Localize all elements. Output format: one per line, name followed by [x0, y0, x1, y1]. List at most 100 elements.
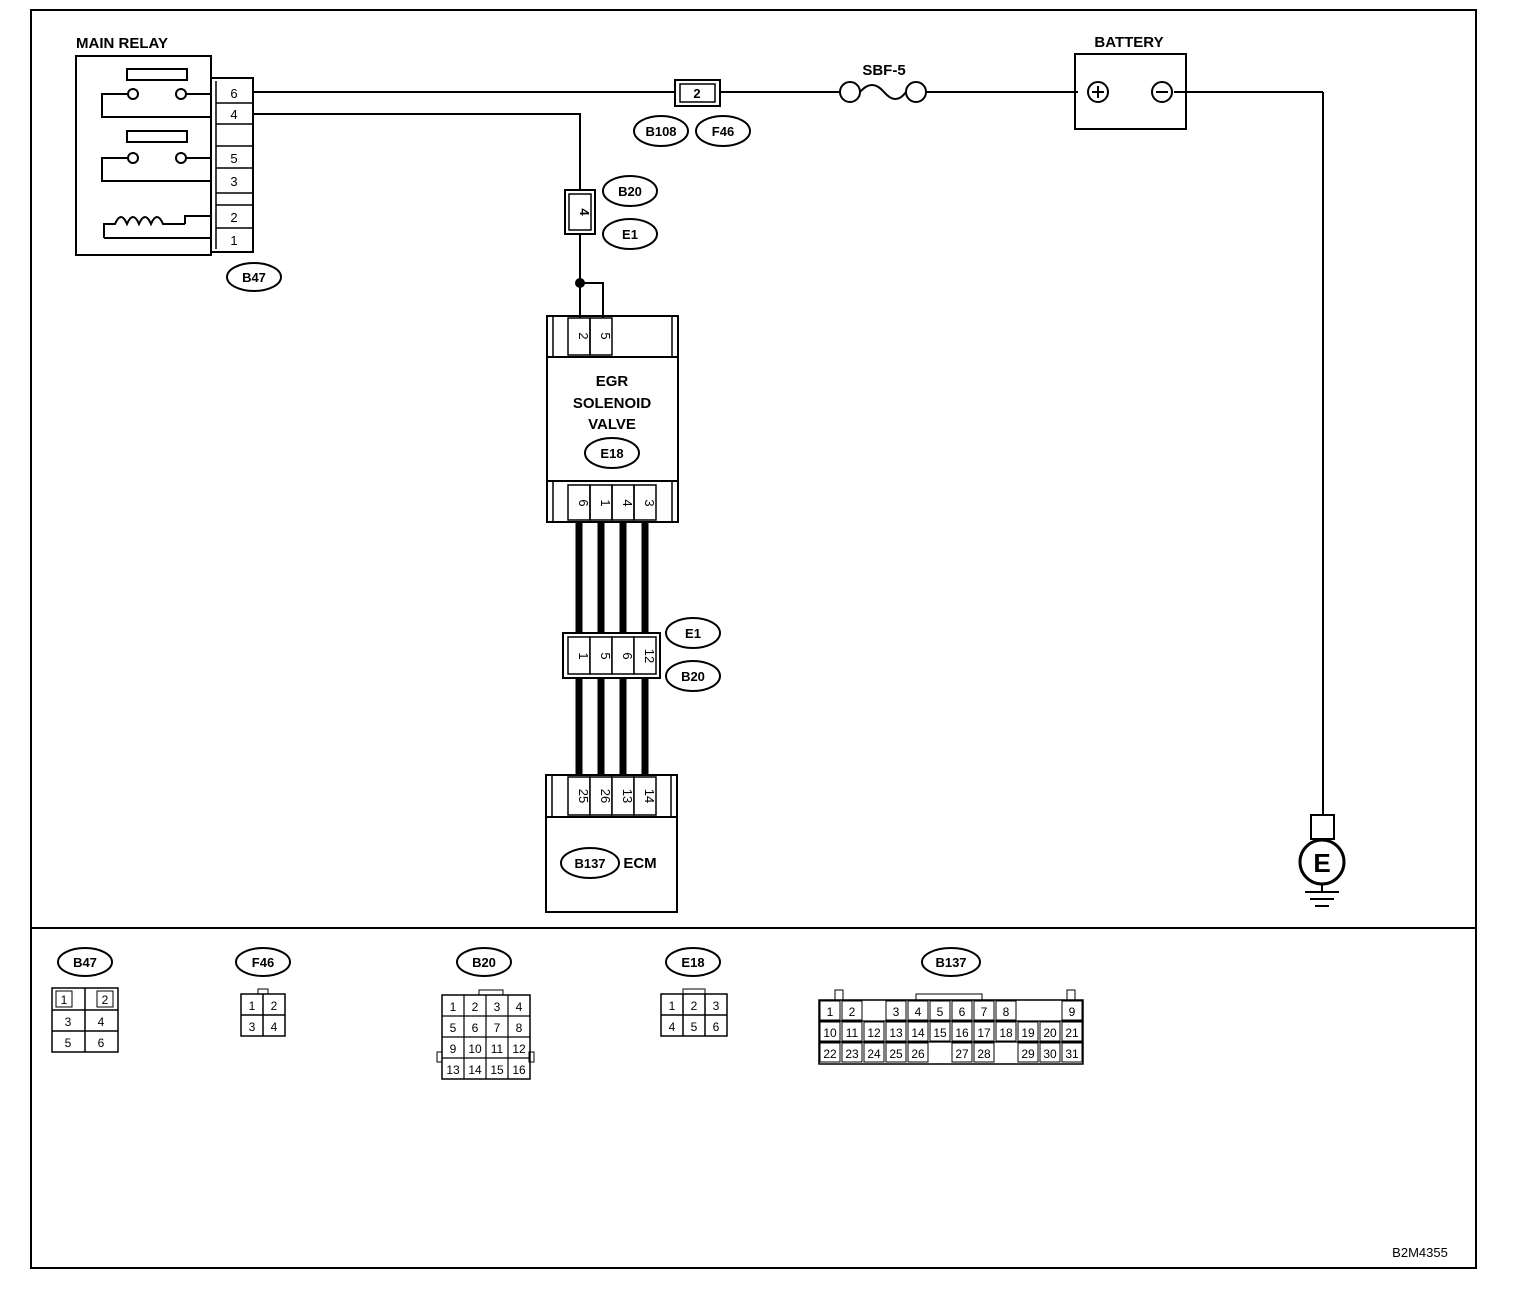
relay-pin-4: 4 — [230, 107, 237, 122]
main-relay: MAIN RELAY 6 4 5 3 2 1 B47 — [75, 35, 282, 292]
view-e18-cell-4: 4 — [669, 1020, 676, 1034]
joint-bottom-pin-5: 5 — [598, 652, 613, 659]
joint-bottom-b20-id: B20 — [681, 669, 705, 684]
view-b137-cell-box — [819, 1042, 841, 1063]
egr-bottom-pin-4: 4 — [620, 499, 635, 506]
main-relay-title: MAIN RELAY — [76, 35, 168, 52]
figure-code: B2M4355 — [1392, 1245, 1448, 1260]
view-b137-cell-30: 30 — [1043, 1047, 1057, 1061]
fuse-connector-f46-id: F46 — [712, 124, 734, 139]
ecm-pin-13: 13 — [620, 789, 635, 803]
view-b137-cell-box — [951, 1042, 973, 1063]
view-e18-cell-5: 5 — [691, 1020, 698, 1034]
view-b137-cell-11: 11 — [846, 1026, 859, 1040]
view-e18-cell-3: 3 — [713, 999, 720, 1013]
view-b137-cell-box — [929, 1021, 951, 1042]
joint-bottom-e1-id: E1 — [685, 626, 701, 641]
view-b137-cell-box — [907, 1000, 929, 1021]
view-e18-cell-6: 6 — [713, 1020, 720, 1034]
view-b137-cell-18: 18 — [999, 1026, 1013, 1040]
egr-top-pin-5: 5 — [598, 332, 613, 339]
joint-e1-b20-bottom: 1 5 6 12 E1 B20 — [562, 617, 721, 692]
view-b20-cell-11: 11 — [491, 1042, 504, 1056]
view-b137-cell-box — [907, 1042, 929, 1063]
view-b137-cell-box — [929, 1000, 951, 1021]
connector-view-b47: B47 1 2 3 4 5 6 — [51, 947, 119, 1053]
view-b137-cell-10: 10 — [823, 1026, 837, 1040]
ecm-pin-26: 26 — [598, 789, 613, 803]
ecm-pin-25: 25 — [576, 789, 591, 803]
view-b137-cell-8: 8 — [1003, 1005, 1010, 1019]
view-e18-cell-2: 2 — [691, 999, 698, 1013]
fuse-connector-b108: 2 B108 F46 — [633, 79, 751, 147]
view-b137-cell-box — [819, 1021, 841, 1042]
view-b137-cell-26: 26 — [911, 1047, 925, 1061]
egr-bottom-pin-1: 1 — [598, 499, 613, 506]
joint-bottom-pin-6: 6 — [620, 652, 635, 659]
view-b20-cell-15: 15 — [490, 1063, 504, 1077]
view-b137-cell-box — [863, 1021, 885, 1042]
view-b20-cell-8: 8 — [516, 1021, 523, 1035]
view-b137-cell-box — [1039, 1021, 1061, 1042]
egr-bottom-pin-6: 6 — [576, 499, 591, 506]
view-f46-cell-2: 2 — [271, 999, 278, 1013]
view-b20-cell-2: 2 — [472, 1000, 479, 1014]
view-b137-title: B137 — [935, 955, 966, 970]
view-b137-cell-22: 22 — [823, 1047, 837, 1061]
fuse-name: SBF-5 — [862, 62, 905, 79]
view-b137-cell-box — [841, 1021, 863, 1042]
view-b47-cell-6: 6 — [98, 1036, 105, 1050]
view-b137-cell-box — [995, 1000, 1017, 1021]
relay-pin-3: 3 — [230, 174, 237, 189]
view-b137-cell-4: 4 — [915, 1005, 922, 1019]
view-b137-cell-25: 25 — [889, 1047, 903, 1061]
view-b20-cell-12: 12 — [512, 1042, 526, 1056]
ground-symbol: E — [1313, 848, 1330, 878]
view-b137-cell-box — [1061, 1042, 1083, 1063]
view-b137-cell-1: 1 — [827, 1005, 834, 1019]
egr-top-pin-2: 2 — [576, 332, 591, 339]
view-b137-cell-box — [819, 1000, 841, 1021]
ground-e: E — [1298, 814, 1346, 907]
relay-pin-1: 1 — [230, 233, 237, 248]
view-b137-cell-29: 29 — [1021, 1047, 1035, 1061]
view-b137-cell-7: 7 — [981, 1005, 988, 1019]
view-b20-cell-4: 4 — [516, 1000, 523, 1014]
view-b137-cell-14: 14 — [911, 1026, 925, 1040]
view-b137-cell-box — [885, 1021, 907, 1042]
view-b137-cell-box — [1061, 1021, 1083, 1042]
battery-title: BATTERY — [1094, 34, 1163, 51]
view-b137-cell-6: 6 — [959, 1005, 966, 1019]
fuse-connector-b108-id: B108 — [645, 124, 676, 139]
relay-pin-5: 5 — [230, 151, 237, 166]
view-e18-title: E18 — [681, 955, 704, 970]
egr-label-line3: VALVE — [588, 416, 636, 433]
view-b137-cell-17: 17 — [977, 1026, 991, 1040]
connector-view-f46: F46 1 2 3 4 — [235, 947, 291, 1037]
view-b137-cell-box — [841, 1000, 863, 1021]
view-b137-cell-9: 9 — [1069, 1005, 1076, 1019]
view-b137-cell-box — [885, 1000, 907, 1021]
view-b137-cell-3: 3 — [893, 1005, 900, 1019]
view-b20-cell-1: 1 — [450, 1000, 457, 1014]
joint-top-b20-id: B20 — [618, 184, 642, 199]
ecm-pin-14: 14 — [642, 789, 657, 803]
joint-bottom-pin-12: 12 — [642, 649, 657, 663]
view-b20-cell-6: 6 — [472, 1021, 479, 1035]
view-b137-cell-24: 24 — [867, 1047, 881, 1061]
view-b137-cell-box — [951, 1000, 973, 1021]
view-b137-cell-13: 13 — [889, 1026, 903, 1040]
ecm-connector-id: B137 — [574, 856, 605, 871]
joint-b20-e1-top: 4 B20 E1 — [564, 175, 658, 318]
egr-label-line1: EGR — [596, 373, 629, 390]
view-b137-cell-box — [1017, 1021, 1039, 1042]
view-b20-cell-9: 9 — [450, 1042, 457, 1056]
view-b137-cell-21: 21 — [1065, 1026, 1079, 1040]
fuse-connector-pin: 2 — [693, 86, 700, 101]
egr-solenoid-valve: 2 5 EGR SOLENOID VALVE E18 6 1 4 3 — [546, 315, 679, 523]
view-b47-cell-3: 3 — [65, 1015, 72, 1029]
